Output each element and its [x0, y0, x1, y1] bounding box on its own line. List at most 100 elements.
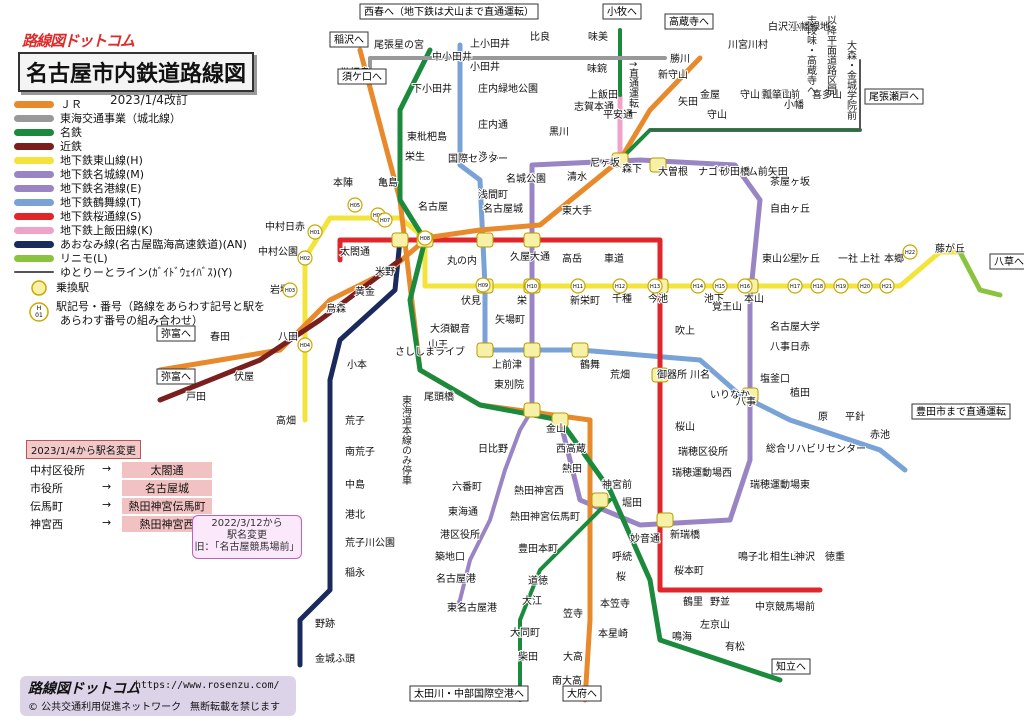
station-label: 本山 — [744, 292, 764, 305]
station-label: 藤が丘 — [935, 242, 965, 255]
station-label: 清水 — [567, 170, 587, 183]
station-code-text: H13 — [650, 284, 660, 290]
station-label: 瑞穂運動場西 — [672, 466, 732, 479]
station-code-circle — [297, 337, 313, 353]
station-label: 八事日赤 — [770, 340, 810, 353]
station-label: 桜山 — [675, 420, 695, 433]
station-label: 浅間町 — [478, 188, 508, 201]
station-label: 高岳 — [562, 252, 582, 265]
legend-transfer-label: 乗換駅 — [56, 281, 89, 294]
vertical-note: 大森・金城学院前 — [845, 39, 857, 121]
station-label: 池下 — [704, 292, 724, 305]
destination-frame — [989, 253, 1024, 270]
station-code-text: H15 — [715, 284, 725, 290]
legend-label: 地下鉄東山線(H) — [60, 154, 143, 167]
legend-item: 地下鉄上飯田線(K) — [14, 223, 153, 237]
station-label: 熱田神宮西 — [514, 484, 564, 497]
station-code-text: H03 — [285, 288, 295, 294]
destination-text: 尾張瀬戸へ — [869, 91, 919, 103]
transfer-marker — [741, 387, 759, 403]
station-label: 瑞穂運動場東 — [750, 478, 810, 491]
station-label: 車道 — [604, 252, 624, 265]
destination-text: 高蔵寺へ — [669, 15, 709, 28]
station-code-circle — [347, 197, 363, 213]
station-label: 黄金 — [355, 285, 375, 298]
vertical-notes: 以降平面道路区間志段味・高蔵寺へ大森・金城学院前東海道本線のみ停車↑直通運転↓ — [400, 14, 857, 486]
station-label: 勝川 — [670, 52, 690, 65]
station-code-H08: H08 — [417, 230, 433, 246]
station-label: 伏屋 — [234, 370, 254, 383]
station-label: 瓢箪山 — [762, 88, 792, 101]
footer-copyright: © 公共交通利用促進ネットワーク — [28, 702, 182, 713]
station-label: 戸田 — [186, 391, 206, 403]
station-label: 小幡 — [784, 98, 804, 111]
rename-old-2: 市役所 — [30, 482, 63, 495]
footer-url[interactable]: https://www.rosenzu.com/ — [135, 680, 280, 691]
station-code-H10: H10 — [524, 278, 540, 294]
station-code-H22: H22 — [902, 244, 918, 260]
station-label: 中村日赤 — [265, 220, 305, 233]
legend-code-line-2: あらわす番号の組み合わせ） — [60, 314, 203, 327]
station-label: 堀田 — [622, 497, 642, 509]
station-label: 赤池 — [870, 428, 890, 441]
station-label: 東海通 — [448, 505, 478, 518]
station-label: 丸の内 — [447, 254, 477, 267]
station-label: 塩釜口 — [760, 372, 790, 385]
station-label: 熱田神宮伝馬町 — [510, 510, 580, 523]
station-label: いりなか — [710, 389, 750, 401]
line-yutorito — [649, 59, 861, 131]
transfer-marker — [476, 342, 494, 358]
station-code-H05: H05 — [347, 197, 363, 213]
rename-box: 2023/1/4から駅名変更 中村区役所 → 太閤通 市役所 → 名古屋城 伝馬… — [26, 440, 212, 535]
station-label: 御器所 — [657, 368, 687, 381]
station-code-H02: H02 — [297, 250, 313, 266]
station-label: 西高蔵 — [556, 442, 586, 455]
station-label: 伏見 — [461, 294, 481, 307]
station-label: 栄生 — [405, 150, 425, 163]
destination-frame — [664, 13, 714, 30]
line-linimo — [957, 249, 1003, 298]
station-label: 本星崎 — [598, 627, 628, 640]
destination-frame — [864, 88, 924, 105]
station-label: 神宮前 — [602, 478, 632, 491]
footer: 路線図ドットコム https://www.rosenzu.com/ © 公共交通… — [20, 676, 296, 716]
station-label: 川名 — [690, 368, 710, 381]
station-label: 星ヶ丘 — [790, 253, 820, 265]
legend-swatch — [14, 156, 54, 164]
legend-swatch — [14, 198, 54, 206]
legend-swatch — [14, 184, 54, 192]
destination-text: 知立へ — [776, 660, 806, 673]
destination-box: 稲沢へ — [329, 31, 369, 48]
legend-label: 地下鉄桜通線(S) — [60, 210, 142, 223]
transfer-marker — [523, 402, 541, 418]
station-label: 庄内緑地公園 — [478, 82, 538, 95]
rename-arrow-3: → — [102, 498, 112, 511]
destination-box: 須ケ口へ — [337, 68, 387, 85]
rename-arrow-1: → — [102, 462, 112, 475]
station-code-text: H20 — [860, 284, 870, 290]
station-label: 道徳 — [528, 574, 548, 587]
revised-date: 2023/1/4改訂 — [110, 93, 188, 107]
legend-swatch — [14, 271, 54, 273]
station-code-circle — [417, 230, 433, 246]
vertical-note: 以降平面道路区間 — [825, 15, 837, 96]
station-label: 桜 — [616, 570, 626, 583]
destination-frame — [359, 3, 539, 20]
station-code-text: H17 — [790, 284, 800, 290]
station-label: 大須観音 — [430, 322, 470, 335]
destination-text: 須ケ口へ — [342, 71, 382, 83]
line-meitetsu-tokoname — [518, 498, 612, 702]
legend-item: あおなみ線(名古屋臨海高速鉄道)(AN) — [14, 237, 247, 251]
station-code-circle — [712, 278, 728, 294]
station-label: 大江 — [522, 594, 542, 607]
legend-label: 地下鉄名港線(E) — [60, 182, 142, 195]
rename-new-4: 熱田神宮西 — [122, 516, 212, 532]
station-code-H03: H03 — [282, 282, 298, 298]
station-label: ナゴヤドーム前矢田 — [698, 165, 788, 178]
station-label: 自由ヶ丘 — [770, 202, 810, 215]
station-code-circle — [737, 278, 753, 294]
line-meitetsu-main — [397, 47, 783, 683]
destination-box: 小牧へ — [602, 3, 642, 20]
destination-frame — [771, 658, 811, 675]
note2022-line3: 旧：「名古屋競馬場前」 — [194, 542, 300, 553]
